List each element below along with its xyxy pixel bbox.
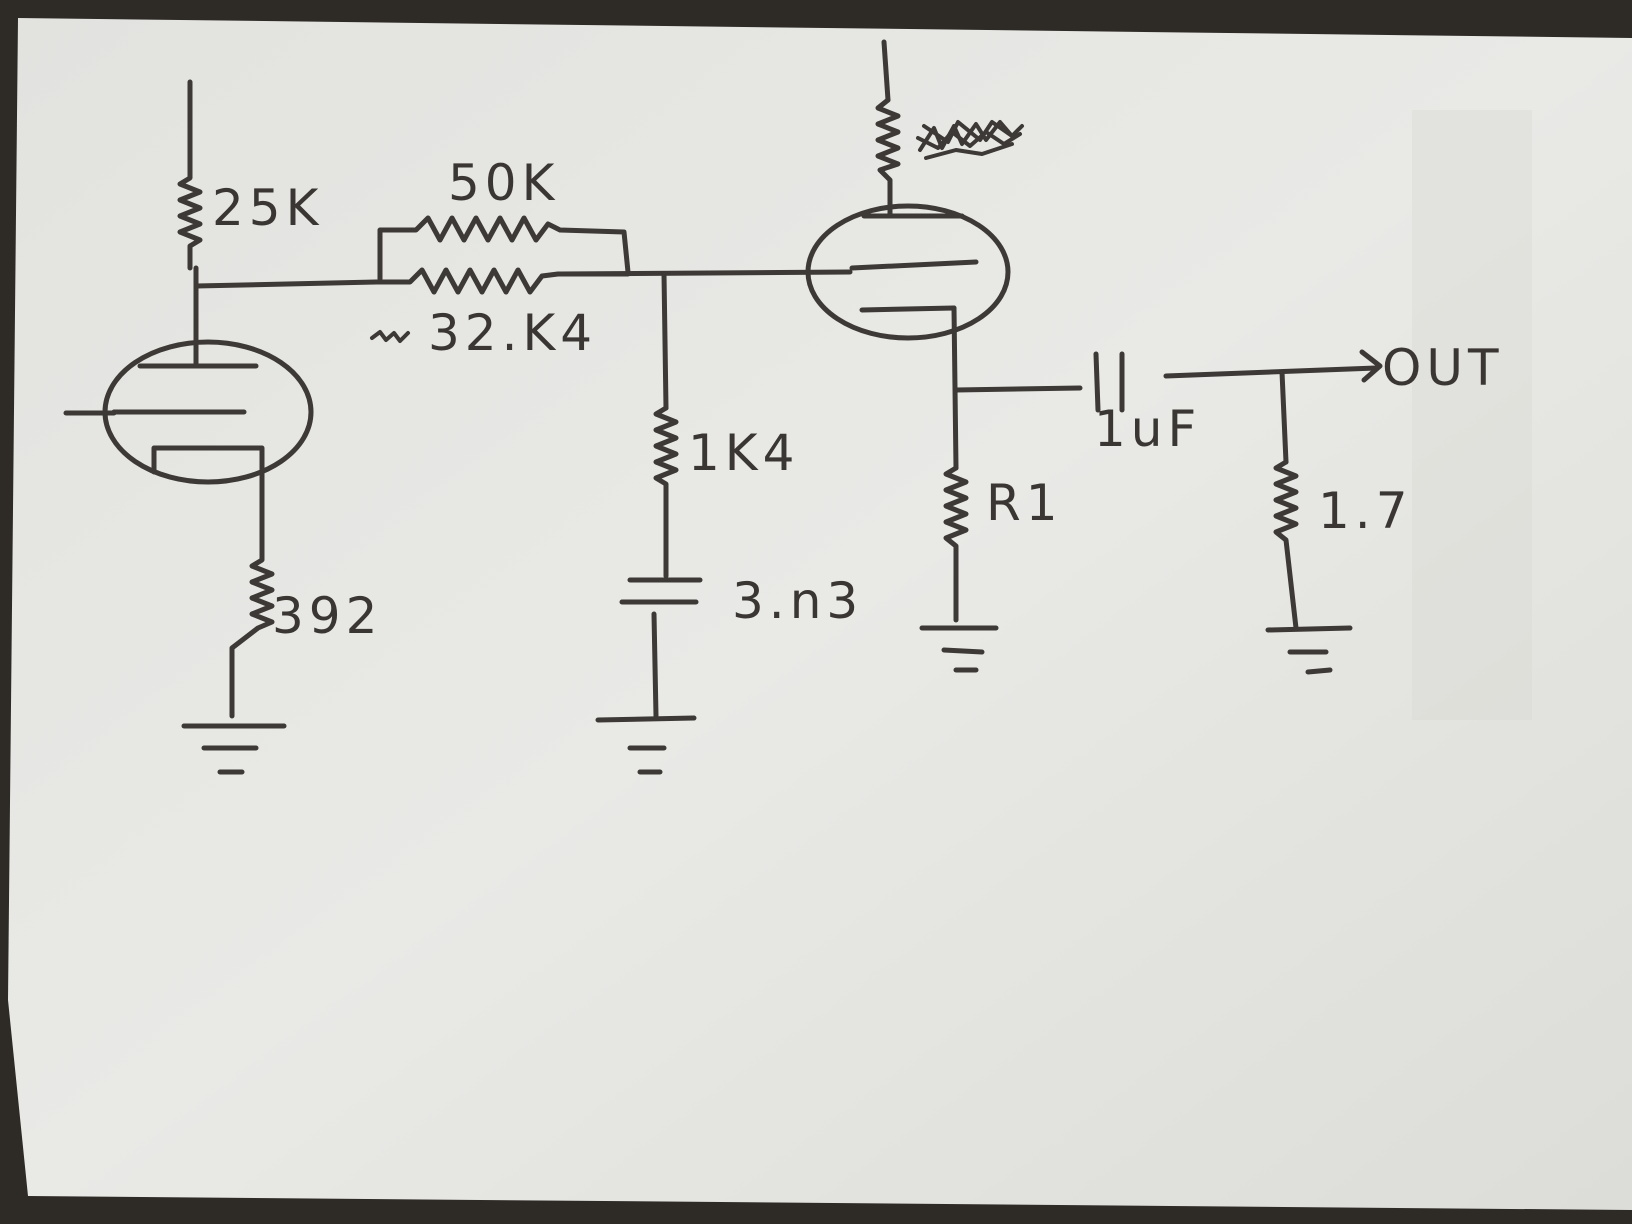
resistor-1k4 (653, 405, 679, 579)
scribble-mark (370, 330, 410, 343)
ground-load (1265, 625, 1353, 675)
resistor-1-7 (1273, 459, 1299, 631)
resistor-r1 (943, 465, 969, 623)
label-r1: R1 (986, 474, 1063, 532)
capacitor-3n3 (619, 577, 703, 719)
cap-to-output-wire (1163, 365, 1379, 379)
label-50k: 50K (448, 154, 559, 212)
resistor-32k4 (373, 267, 631, 295)
v2-cathode-to-cap-wire (953, 385, 1083, 393)
label-out: OUT (1382, 339, 1504, 397)
paper-show-through (1412, 110, 1532, 720)
label-1uf: 1uF (1094, 400, 1201, 458)
v1-plate-to-series-wire (193, 279, 379, 289)
output-arrow-icon (1359, 349, 1383, 383)
tube-v2 (805, 203, 1011, 341)
label-1k4: 1K4 (688, 424, 799, 482)
resistor-392 (229, 475, 275, 719)
shunt-branch-wire (661, 271, 669, 411)
label-25k: 25K (212, 179, 323, 237)
ground-v1 (181, 723, 287, 775)
resistor-50k (377, 215, 631, 283)
capacitor-1uf (1093, 351, 1125, 413)
node-to-v2-grid-wire (557, 269, 853, 277)
scribbled-value-mark (916, 120, 1024, 160)
label-1-7: 1.7 (1318, 482, 1413, 540)
resistor-25k (177, 79, 203, 271)
resistor-v2-plate (875, 97, 901, 219)
label-32k4: 32.K4 (428, 304, 597, 362)
v2-plate-supply-wire (881, 39, 891, 103)
ground-shunt (595, 715, 697, 775)
load-branch-wire (1279, 369, 1289, 465)
label-392: 392 (272, 587, 382, 645)
ground-r1 (919, 625, 999, 673)
label-3n3: 3.n3 (732, 572, 863, 630)
paper-sheet (8, 18, 1632, 1210)
